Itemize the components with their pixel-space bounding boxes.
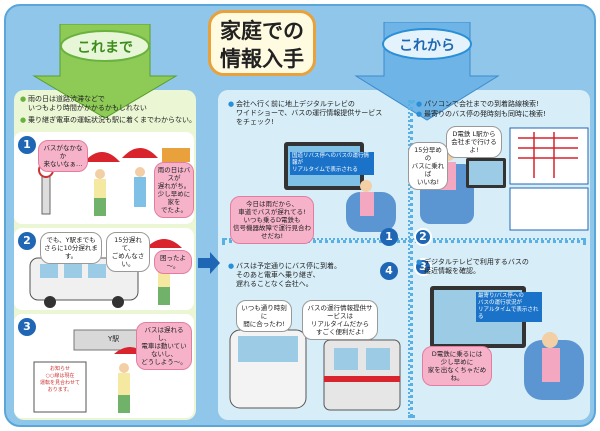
station-notice: お知らせ ○○線は現在 運転を見合わせて おります。 xyxy=(39,366,80,393)
transition-arrow xyxy=(198,252,220,274)
future-badge: これから xyxy=(399,38,455,54)
future-bullet-c: バスは予定通りにバス停に到着。 そのあと電車へ乗り継ぎ、 遅れることなく会社へ。 xyxy=(228,262,376,289)
rainy-bus-stop-illustration xyxy=(38,148,190,216)
past-step-1-bubble-b: 雨の日はバスが 遅れがち。 少し早めに家を でたよ。 xyxy=(154,162,194,218)
future-bubble-c2: バスの運行情報提供サービスは リアルタイムだから すごく便利だよ! xyxy=(302,300,378,340)
divider-horizontal xyxy=(222,238,586,243)
past-step-1-bubble-a: バスがなかなか 来ないなぁ… xyxy=(38,140,88,172)
future-bubble-b1: D電鉄 L駅から 会社まで行けるよ! xyxy=(446,126,502,158)
flow-step-1: 1 xyxy=(380,228,398,246)
past-bullet-1: 雨の日は道路渋滞などで いつもより時間がかかるかもしれない xyxy=(20,95,198,113)
past-step-2-bubble-a: でも、Y駅までも さらに10分遅れます。 xyxy=(40,232,102,264)
past-step-2-bubble-b: 15分遅れて、 ごめんなさい。 xyxy=(106,232,150,272)
past-step-1-number: 1 xyxy=(18,136,36,154)
flow-step-2: 2 xyxy=(414,228,432,246)
future-bubble-c1: いつも通り時刻に 間に合ったわ! xyxy=(236,300,292,332)
past-bullet-2: 乗り継ぎ電車の運転状況も駅に着くまでわからない。 xyxy=(20,116,198,125)
future-bullet-b1: パソコンで会社までの到着路線検索! xyxy=(416,100,594,109)
future-bullet-b2: 最寄りのバス停の発時刻も同時に検索! xyxy=(416,110,594,119)
future-bullet-a: 会社へ行く前に地上デジタルテレビの ワイドショーで、バスの運行情報提供サービス … xyxy=(228,100,406,127)
pc-search-illustration xyxy=(420,127,589,231)
past-step-3: 3 Y駅 お知らせ ○○線は現在 運転を見合わせて おります。 バスは遅れるし、… xyxy=(14,314,194,418)
future-bubble-b2: 15分早めの バスに乗れば いいね! xyxy=(408,142,448,190)
title-line-2: 情報入手 xyxy=(220,47,304,71)
future-bubble-a: 今日は雨だから、 車道でバスが遅れてる! いつも乗るD電鉄も 信号機器故障で運行… xyxy=(230,196,314,244)
main-title: 家庭での 情報入手 xyxy=(208,10,316,76)
future-bullet-d: デジタルテレビで利用するバスの 接近情報を確認。 xyxy=(416,258,584,276)
divider-vertical xyxy=(408,100,413,418)
past-step-3-bubble: バスは遅れるし、 電車は動いていないし、 どうしよう～。 xyxy=(136,322,192,370)
flow-step-4: 4 xyxy=(380,262,398,280)
past-step-2: 2 でも、Y駅までも さらに10分遅れます。 15分遅れて、 ごめんなさい。 困… xyxy=(14,228,194,310)
future-bubble-d: D電鉄に乗るには 少し早めに 家を出なくちゃだめね。 xyxy=(422,346,492,386)
past-step-1: 1 バスがなかなか 来ないなぁ… 雨の日はバスが 遅れがち。 少し早めに家を で… xyxy=(14,132,194,224)
title-line-1: 家庭での xyxy=(220,19,304,43)
station-sign: Y駅 xyxy=(108,335,120,343)
tv-caption-a: 国道リバス停へのバスの運行情報が リアルタイムで表示される xyxy=(290,152,374,175)
past-step-2-number: 2 xyxy=(18,232,36,250)
past-badge: これまで xyxy=(77,40,133,56)
bus-train-illustration xyxy=(229,329,401,411)
future-arrow xyxy=(354,22,500,121)
past-step-2-bubble-c: 困ったよ～。 xyxy=(154,250,192,274)
tv-caption-d: 最寄り/バス停への バスの運行状況が リアルタイムで表示される xyxy=(476,292,542,322)
past-step-3-number: 3 xyxy=(18,318,36,336)
